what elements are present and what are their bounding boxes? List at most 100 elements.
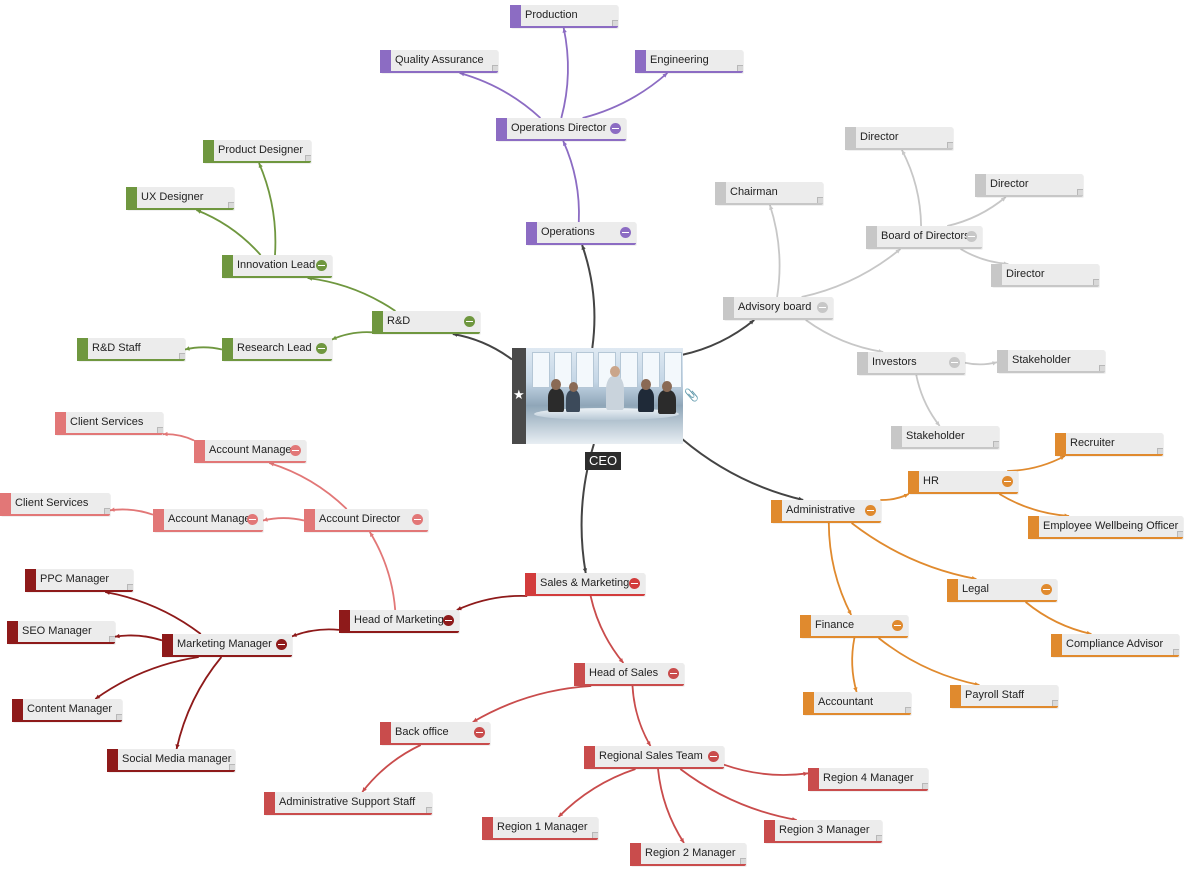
node-investors[interactable]: Investors — [857, 352, 965, 375]
node-recruiter[interactable]: Recruiter — [1055, 433, 1163, 456]
collapse-minus-icon[interactable] — [949, 357, 960, 368]
connector-board-of-directors-to-director-3 — [960, 248, 1009, 265]
node-operations[interactable]: Operations — [526, 222, 636, 245]
node-director-2[interactable]: Director — [975, 174, 1083, 197]
collapse-minus-icon[interactable] — [443, 615, 454, 626]
node-board-of-directors[interactable]: Board of Directors — [866, 226, 982, 249]
node-region-1[interactable]: Region 1 Manager — [482, 817, 598, 840]
node-marketing-manager[interactable]: Marketing Manager — [162, 634, 292, 657]
node-label: Employee Wellbeing Officer — [1043, 520, 1179, 532]
collapse-minus-icon[interactable] — [610, 123, 621, 134]
node-accent — [771, 500, 782, 523]
collapse-minus-icon[interactable] — [1002, 476, 1013, 487]
node-content-manager[interactable]: Content Manager — [12, 699, 122, 722]
collapse-minus-icon[interactable] — [464, 316, 475, 327]
node-accent — [1028, 516, 1039, 539]
node-stakeholder-2[interactable]: Stakeholder — [891, 426, 999, 449]
node-region-4[interactable]: Region 4 Manager — [808, 768, 928, 791]
node-employee-wellbeing[interactable]: Employee Wellbeing Officer — [1028, 516, 1183, 539]
connector-research-lead-to-rnd-staff — [184, 346, 223, 351]
ceo-node-image[interactable] — [512, 348, 683, 444]
collapse-minus-icon[interactable] — [316, 260, 327, 271]
node-regional-sales-team[interactable]: Regional Sales Team — [584, 746, 724, 769]
collapse-minus-icon[interactable] — [865, 505, 876, 516]
collapse-minus-icon[interactable] — [668, 668, 679, 679]
node-region-3[interactable]: Region 3 Manager — [764, 820, 882, 843]
node-account-manager-2[interactable]: Account Manager — [153, 509, 263, 532]
node-accent — [635, 50, 646, 73]
node-ux-designer[interactable]: UX Designer — [126, 187, 234, 210]
node-administrative[interactable]: Administrative — [771, 500, 881, 523]
paperclip-icon[interactable]: 📎 — [684, 388, 699, 402]
page-fold-icon — [157, 427, 163, 433]
node-seo-manager[interactable]: SEO Manager — [7, 621, 115, 644]
node-label: R&D — [387, 315, 411, 327]
node-compliance-advisor[interactable]: Compliance Advisor — [1051, 634, 1179, 657]
node-innovation-lead[interactable]: Innovation Lead — [222, 255, 332, 278]
connector-arrowhead — [1059, 456, 1065, 460]
node-sales-marketing[interactable]: Sales & Marketing — [525, 573, 645, 596]
node-research-lead[interactable]: Research Lead — [222, 338, 332, 361]
node-engineering[interactable]: Engineering — [635, 50, 743, 73]
node-ppc-manager[interactable]: PPC Manager — [25, 569, 133, 592]
ceo-label[interactable]: CEO — [585, 452, 622, 470]
node-social-media-manager[interactable]: Social Media manager — [107, 749, 235, 772]
node-accent — [222, 338, 233, 361]
node-director-3[interactable]: Director — [991, 264, 1099, 287]
collapse-minus-icon[interactable] — [1041, 584, 1052, 595]
node-chairman[interactable]: Chairman — [715, 182, 823, 205]
node-hr[interactable]: HR — [908, 471, 1018, 494]
node-product-designer[interactable]: Product Designer — [203, 140, 311, 163]
node-head-of-marketing[interactable]: Head of Marketing — [339, 610, 459, 633]
node-label: Account Manager — [168, 513, 255, 525]
star-icon[interactable]: ★ — [513, 387, 525, 402]
collapse-minus-icon[interactable] — [620, 227, 631, 238]
node-client-services-2[interactable]: Client Services — [0, 493, 110, 516]
node-finance[interactable]: Finance — [800, 615, 908, 638]
collapse-minus-icon[interactable] — [629, 578, 640, 589]
connector-arrowhead — [901, 150, 906, 155]
node-account-manager-1[interactable]: Account Manager — [194, 440, 306, 463]
collapse-minus-icon[interactable] — [817, 302, 828, 313]
connector-head-of-sales-to-regional-sales-team — [631, 685, 652, 747]
node-stakeholder-1[interactable]: Stakeholder — [997, 350, 1105, 373]
node-accent — [304, 509, 315, 532]
node-admin-support-staff[interactable]: Administrative Support Staff — [264, 792, 432, 815]
page-fold-icon — [1177, 531, 1183, 537]
node-accent — [25, 569, 36, 592]
node-accent — [975, 174, 986, 197]
connector-sales-marketing-to-head-of-marketing — [456, 594, 528, 611]
page-fold-icon — [1052, 700, 1058, 706]
node-payroll-staff[interactable]: Payroll Staff — [950, 685, 1058, 708]
collapse-minus-icon[interactable] — [708, 751, 719, 762]
node-label: Chairman — [730, 186, 778, 198]
node-quality-assurance[interactable]: Quality Assurance — [380, 50, 498, 73]
node-label: Quality Assurance — [395, 54, 484, 66]
node-label: Director — [860, 131, 899, 143]
node-back-office[interactable]: Back office — [380, 722, 490, 745]
node-legal[interactable]: Legal — [947, 579, 1057, 602]
collapse-minus-icon[interactable] — [966, 231, 977, 242]
node-director-1[interactable]: Director — [845, 127, 953, 150]
node-advisory-board[interactable]: Advisory board — [723, 297, 833, 320]
node-label: Region 2 Manager — [645, 847, 736, 859]
connector-arrowhead — [563, 141, 568, 146]
node-rnd-staff[interactable]: R&D Staff — [77, 338, 185, 361]
collapse-minus-icon[interactable] — [412, 514, 423, 525]
node-head-of-sales[interactable]: Head of Sales — [574, 663, 684, 686]
node-operations-director[interactable]: Operations Director — [496, 118, 626, 141]
node-client-services-1[interactable]: Client Services — [55, 412, 163, 435]
collapse-minus-icon[interactable] — [316, 343, 327, 354]
collapse-minus-icon[interactable] — [276, 639, 287, 650]
collapse-minus-icon[interactable] — [290, 445, 301, 456]
node-accent — [1055, 433, 1066, 456]
node-accountant[interactable]: Accountant — [803, 692, 911, 715]
page-fold-icon — [229, 764, 235, 770]
node-rnd[interactable]: R&D — [372, 311, 480, 334]
collapse-minus-icon[interactable] — [892, 620, 903, 631]
collapse-minus-icon[interactable] — [247, 514, 258, 525]
node-production[interactable]: Production — [510, 5, 618, 28]
node-account-director[interactable]: Account Director — [304, 509, 428, 532]
collapse-minus-icon[interactable] — [474, 727, 485, 738]
node-region-2[interactable]: Region 2 Manager — [630, 843, 746, 866]
